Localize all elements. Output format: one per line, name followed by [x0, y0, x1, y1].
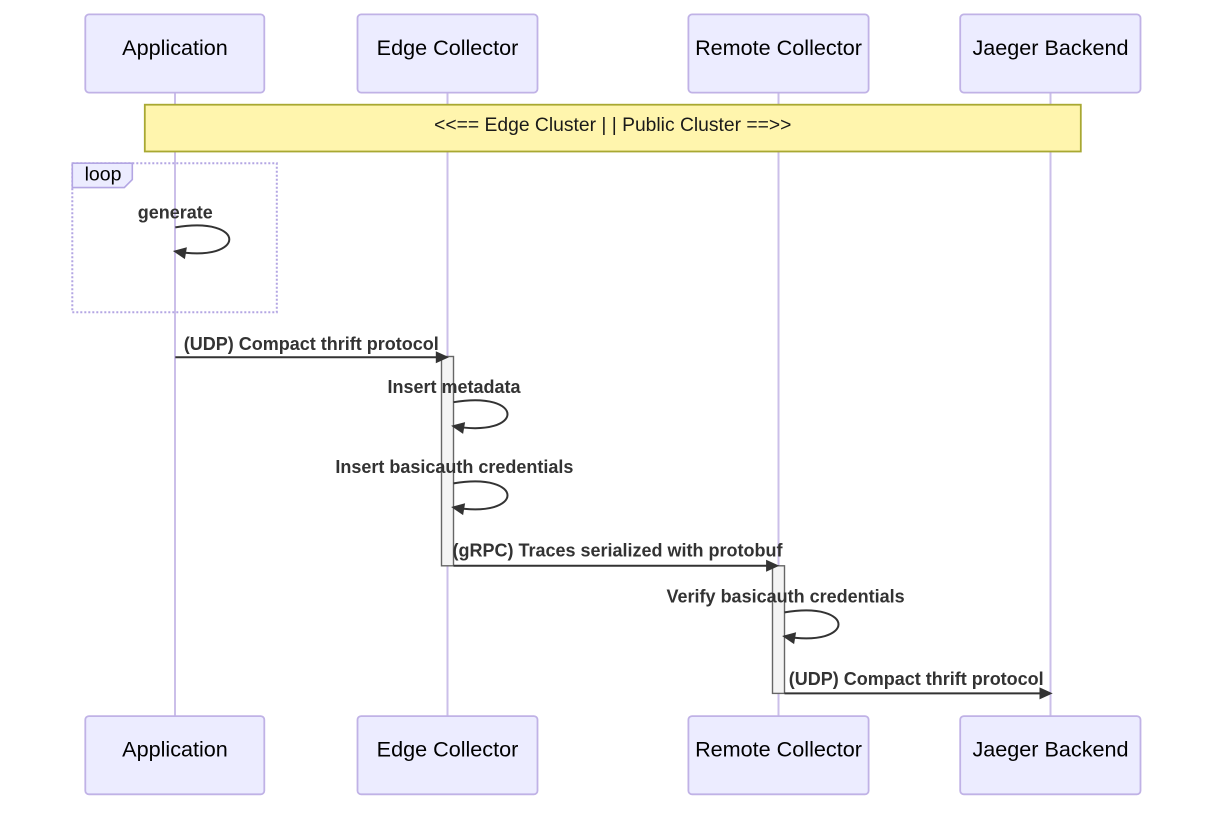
svg-text:Jaeger Backend: Jaeger Backend: [972, 737, 1128, 762]
svg-text:Remote Collector: Remote Collector: [695, 737, 862, 762]
svg-text:Verify basicauth credentials: Verify basicauth credentials: [667, 586, 905, 606]
svg-text:(gRPC) Traces serialized with: (gRPC) Traces serialized with protobuf: [452, 541, 783, 561]
svg-text:Remote Collector: Remote Collector: [695, 35, 862, 60]
svg-text:Insert metadata: Insert metadata: [387, 377, 521, 397]
svg-text:Insert basicauth credentials: Insert basicauth credentials: [335, 457, 573, 477]
svg-text:(UDP) Compact thrift protocol: (UDP) Compact thrift protocol: [184, 334, 439, 354]
svg-text:Application: Application: [122, 35, 228, 60]
svg-text:Edge Collector: Edge Collector: [377, 737, 519, 762]
svg-text:Edge Collector: Edge Collector: [377, 35, 519, 60]
svg-text:generate: generate: [138, 203, 213, 223]
svg-text:<<== Edge Cluster | | Public C: <<== Edge Cluster | | Public Cluster ==>…: [434, 115, 791, 136]
svg-text:Application: Application: [122, 737, 228, 762]
svg-text:Jaeger Backend: Jaeger Backend: [972, 35, 1128, 60]
svg-text:(UDP) Compact thrift protocol: (UDP) Compact thrift protocol: [789, 669, 1044, 689]
svg-text:loop: loop: [85, 164, 122, 186]
